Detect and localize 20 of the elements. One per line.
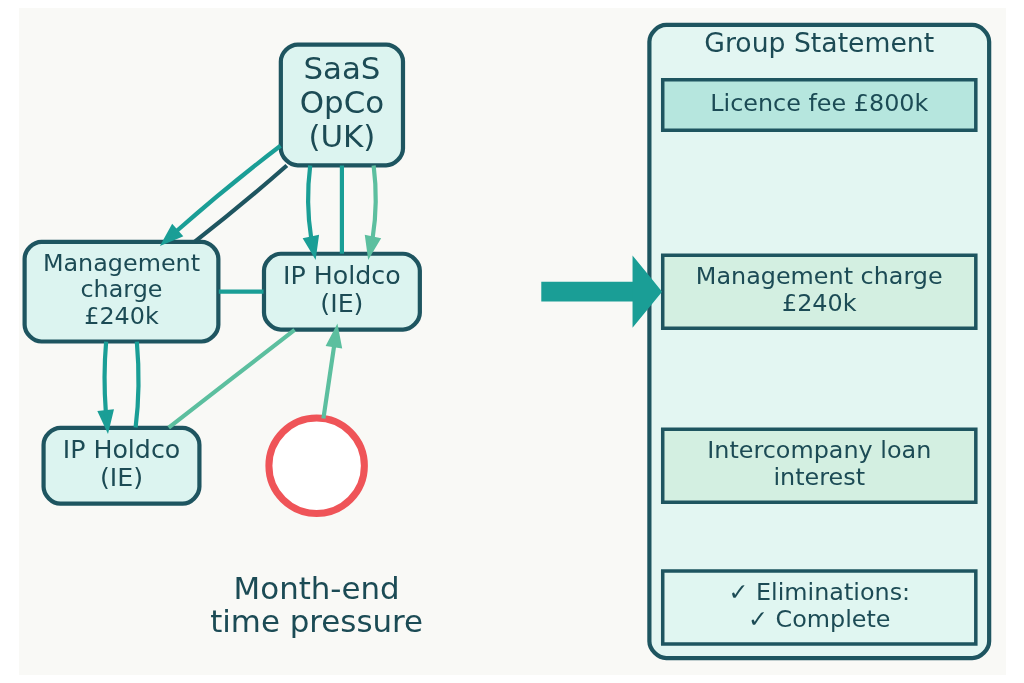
arrow bbox=[320, 323, 342, 419]
node-box: Intercompany loan interest bbox=[660, 427, 978, 504]
node-box: SaaS OpCo (UK) bbox=[278, 42, 405, 168]
arrow bbox=[540, 255, 662, 328]
node-box: ✓ Eliminations: ✓ Complete bbox=[660, 569, 978, 646]
connector bbox=[339, 165, 344, 254]
node-box: IP Holdco (IE) bbox=[40, 425, 201, 506]
node-box: Licence fee £800k bbox=[660, 77, 978, 132]
arrow bbox=[96, 341, 114, 434]
node-circle bbox=[264, 414, 368, 517]
connector bbox=[166, 328, 296, 430]
node-box: Management charge £240k bbox=[22, 239, 220, 344]
arrow bbox=[302, 165, 319, 260]
node-box: IP Holdco (IE) bbox=[261, 251, 422, 332]
connector bbox=[218, 289, 263, 294]
connector bbox=[133, 341, 140, 428]
node-box: Management charge £240k bbox=[660, 253, 978, 330]
node-label: Month-end time pressure bbox=[209, 569, 423, 640]
arrow bbox=[159, 144, 282, 246]
arrow bbox=[364, 165, 381, 260]
